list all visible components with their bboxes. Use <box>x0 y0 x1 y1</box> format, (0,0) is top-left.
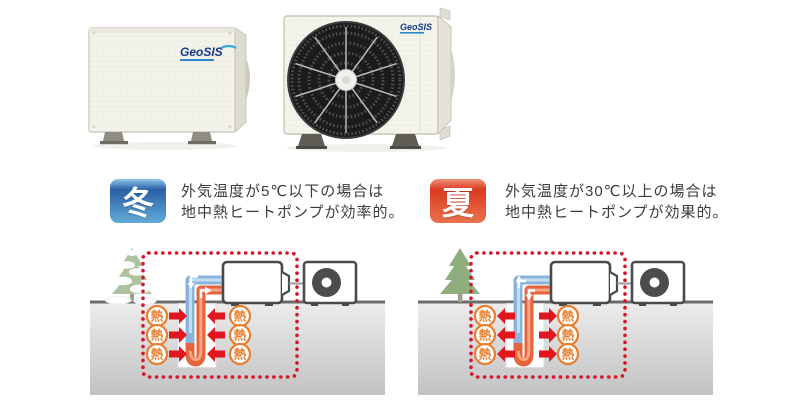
unit-side-panel <box>437 14 452 136</box>
heat-kanji: 熱 <box>479 328 492 343</box>
heat-pump-unit <box>549 260 619 306</box>
heat-flow-arrow <box>169 327 187 343</box>
heat-kanji: 熱 <box>479 309 492 324</box>
heat-kanji: 熱 <box>562 309 575 324</box>
heat-kanji: 熱 <box>562 347 575 362</box>
heat-symbol: 熱 <box>145 304 169 328</box>
heat-kanji: 熱 <box>479 347 492 362</box>
summer-tree-icon <box>440 248 480 302</box>
heat-flow-arrow <box>207 327 225 343</box>
summer-caption-line1: 外気温度が30℃以上の場合は <box>505 183 718 200</box>
heat-symbol: 熱 <box>145 323 169 347</box>
winter-tree-icon <box>104 248 157 305</box>
heat-symbol: 熱 <box>228 342 252 366</box>
front-unit-logo: GeoSIS <box>180 44 237 61</box>
logo-underline <box>180 59 214 61</box>
summer-badge-label: 夏 <box>441 185 474 221</box>
winter-caption-line2: 地中熱ヒートポンプが効率的。 <box>181 204 405 221</box>
summer-badge: 夏 <box>430 179 486 223</box>
heat-pump-unit <box>221 260 291 306</box>
fan-hub <box>321 277 332 288</box>
mount-tab <box>439 7 451 21</box>
heat-symbols-and-arrows: 熱 熱 熱 熱 熱 熱 <box>145 304 252 366</box>
heat-kanji: 熱 <box>234 347 247 362</box>
heat-flow-arrow <box>497 346 515 362</box>
heat-flow-arrow <box>169 346 187 362</box>
unit-foot-base <box>296 146 327 149</box>
heat-flow-arrow <box>539 346 557 362</box>
heat-kanji: 熱 <box>234 309 247 324</box>
photo-front-unit: GeoSIS <box>88 27 250 150</box>
heat-exchange-zone-border <box>141 251 299 379</box>
logo-underline <box>400 32 424 34</box>
heat-symbol: 熱 <box>473 342 497 366</box>
heat-kanji: 熱 <box>151 328 164 343</box>
winter-badge-label: 冬 <box>121 185 154 221</box>
heat-symbol: 熱 <box>556 342 580 366</box>
unit-foot-base <box>100 141 128 145</box>
outdoor-fan-unit <box>302 260 358 306</box>
summer-geothermal-diagram: 熱 熱 熱 熱 熱 熱 <box>418 248 713 395</box>
heat-symbols-and-arrows: 熱 熱 熱 熱 熱 熱 <box>473 304 580 366</box>
heat-symbol: 熱 <box>473 323 497 347</box>
winter-caption: 外気温度が5℃以下の場合は 地中熱ヒートポンプが効率的。 <box>181 181 405 223</box>
side-bracket <box>451 48 455 102</box>
unit-foot-base <box>188 141 216 145</box>
heat-flow-arrow <box>539 327 557 343</box>
heat-symbol: 熱 <box>556 323 580 347</box>
summer-caption: 外気温度が30℃以上の場合は 地中熱ヒートポンプが効果的。 <box>505 181 729 223</box>
screw <box>228 31 232 35</box>
outdoor-fan-unit <box>630 260 686 306</box>
unit-foot <box>392 134 419 146</box>
unit-front-panel <box>88 27 236 133</box>
unit-foot <box>191 132 212 141</box>
unit-foot-base <box>390 146 421 149</box>
heat-kanji: 熱 <box>151 347 164 362</box>
unit-foot <box>298 134 325 146</box>
side-bracket <box>246 58 250 100</box>
photo-back-unit: GeoSIS <box>283 7 455 152</box>
heat-symbol: 熱 <box>228 323 252 347</box>
heat-exchange-zone-border <box>469 251 627 379</box>
back-unit-logo: GeoSIS <box>400 22 432 34</box>
fan-grille-icon <box>287 21 405 139</box>
ground-loop-pipes <box>185 275 224 367</box>
ground-loop-pipes <box>513 275 552 367</box>
heat-symbol: 熱 <box>556 304 580 328</box>
unit-foot <box>103 132 124 141</box>
heat-flow-arrow <box>497 327 515 343</box>
heat-symbol: 熱 <box>228 304 252 328</box>
winter-diagram-mount: 熱 熱 熱 熱 熱 熱 <box>90 245 385 400</box>
fan-hub <box>649 277 660 288</box>
heat-flow-arrow <box>207 346 225 362</box>
heat-flow-arrow <box>169 308 187 324</box>
unit-top-strip <box>89 28 235 33</box>
heat-kanji: 熱 <box>234 328 247 343</box>
heat-flow-arrow <box>539 308 557 324</box>
winter-caption-line1: 外気温度が5℃以下の場合は <box>181 183 385 200</box>
back-unit-brand-text: GeoSIS <box>400 22 432 32</box>
screw <box>228 125 232 129</box>
fan-hub-center <box>342 76 350 84</box>
screw <box>92 31 96 35</box>
heat-symbol: 熱 <box>473 304 497 328</box>
heat-flow-arrow <box>207 308 225 324</box>
summer-diagram-mount: 熱 熱 熱 熱 熱 熱 <box>418 245 713 400</box>
front-unit-brand-text: GeoSIS <box>180 45 223 59</box>
screw <box>92 125 96 129</box>
heat-symbol: 熱 <box>145 342 169 366</box>
heat-flow-arrow <box>497 308 515 324</box>
heat-kanji: 熱 <box>151 309 164 324</box>
summer-caption-line2: 地中熱ヒートポンプが効果的。 <box>505 204 729 221</box>
unit-side-panel <box>234 27 247 134</box>
heat-kanji: 熱 <box>562 328 575 343</box>
logo-swoosh-icon <box>220 44 237 49</box>
winter-geothermal-diagram: 熱 熱 熱 熱 熱 熱 <box>90 248 385 395</box>
winter-badge: 冬 <box>110 179 166 223</box>
